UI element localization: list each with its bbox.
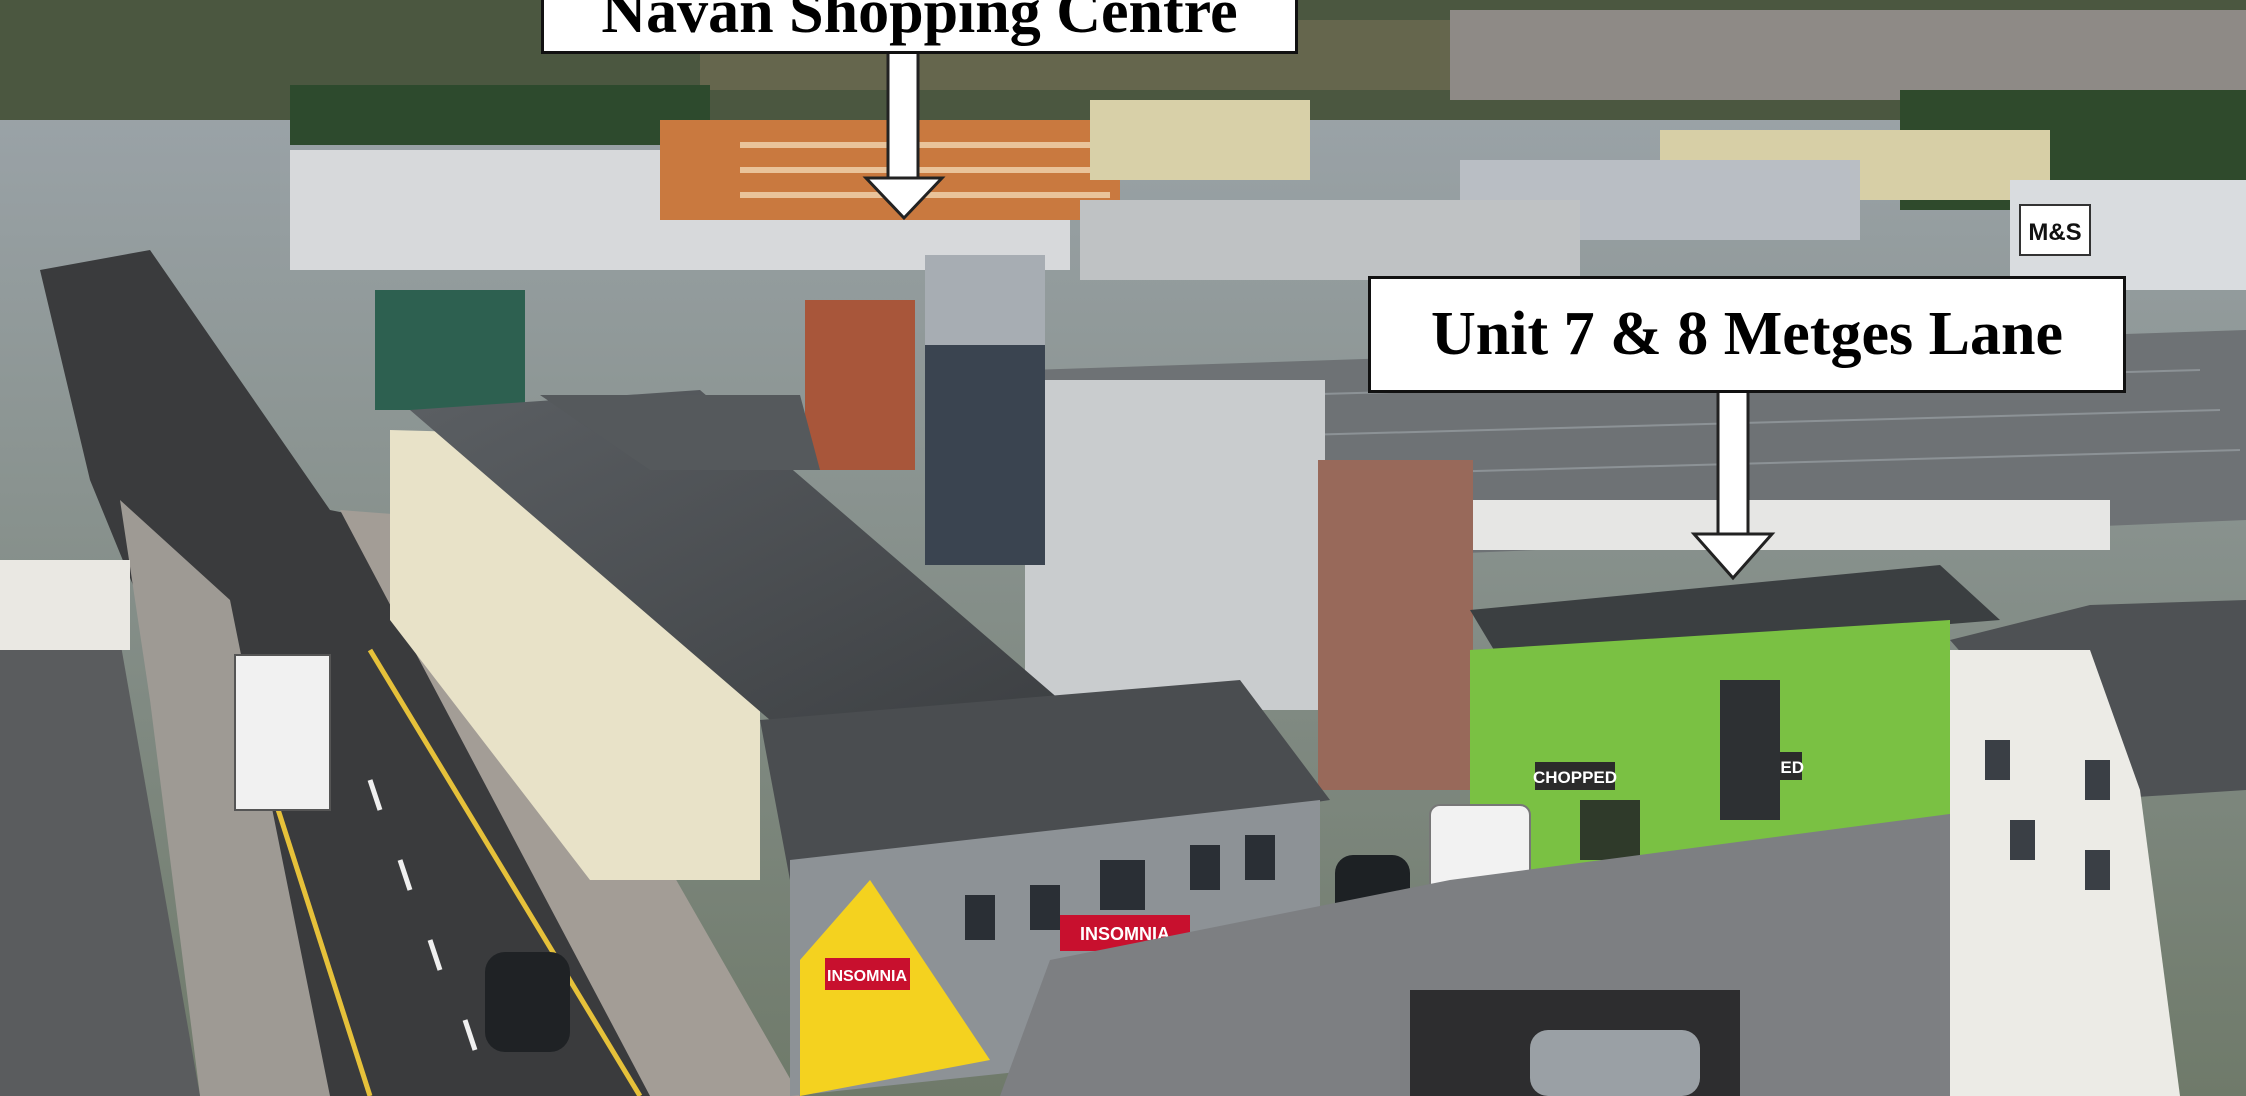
arrow-to-shopping-centre bbox=[862, 50, 946, 221]
terrace-roof-back bbox=[540, 395, 820, 470]
white-building-left bbox=[0, 560, 130, 650]
paved-plaza bbox=[1000, 810, 2050, 1096]
white-truck bbox=[234, 654, 331, 811]
green-unit-window bbox=[1580, 800, 1640, 860]
green-rotunda bbox=[375, 290, 525, 410]
tree-line-left bbox=[290, 85, 710, 145]
ms-sign: M&S bbox=[2028, 219, 2081, 246]
carpark-facade bbox=[1025, 380, 1325, 710]
road-yellow-line-right bbox=[367, 648, 643, 1096]
terrace-roof-left bbox=[0, 640, 200, 1096]
dark-car bbox=[485, 952, 570, 1052]
white-house-windows bbox=[1985, 740, 2110, 890]
warehouse-roof bbox=[1080, 200, 1580, 280]
chopped-sign-left: CHOPPED bbox=[1533, 768, 1617, 787]
terrace-roof bbox=[410, 390, 1060, 720]
ms-sign-panel bbox=[2019, 204, 2091, 256]
green-unit-door bbox=[1720, 680, 1780, 820]
road-centre-dashes bbox=[367, 779, 478, 1051]
unit-callout: Unit 7 & 8 Metges Lane bbox=[1368, 276, 2126, 393]
insomnia-sign-lower: INSOMNIA bbox=[827, 968, 907, 985]
insomnia-sign-upper: INSOMNIA bbox=[1080, 924, 1170, 944]
glass-tower-top bbox=[925, 255, 1045, 345]
insomnia-sign-lower-panel bbox=[825, 958, 910, 990]
housing-estate bbox=[1450, 10, 2246, 100]
unit-callout-text: Unit 7 & 8 Metges Lane bbox=[1431, 300, 2063, 368]
road-yellow-line-left bbox=[272, 799, 373, 1096]
centre-block-beige bbox=[1090, 100, 1310, 180]
green-unit-roof bbox=[1470, 565, 2000, 660]
brick-tower-left bbox=[805, 300, 915, 470]
shopping-centre-callout: Navan Shopping Centre bbox=[541, 0, 1298, 54]
arrow-to-unit bbox=[1690, 386, 1776, 581]
brick-stair-tower bbox=[1318, 460, 1473, 790]
road-left bbox=[40, 250, 660, 1096]
insomnia-building-roof bbox=[760, 680, 1330, 880]
shopping-centre-callout-text: Navan Shopping Centre bbox=[601, 0, 1238, 46]
chopped-sign-left-panel bbox=[1535, 762, 1615, 790]
pavement-left bbox=[120, 500, 330, 1096]
silver-car bbox=[1530, 1030, 1700, 1096]
